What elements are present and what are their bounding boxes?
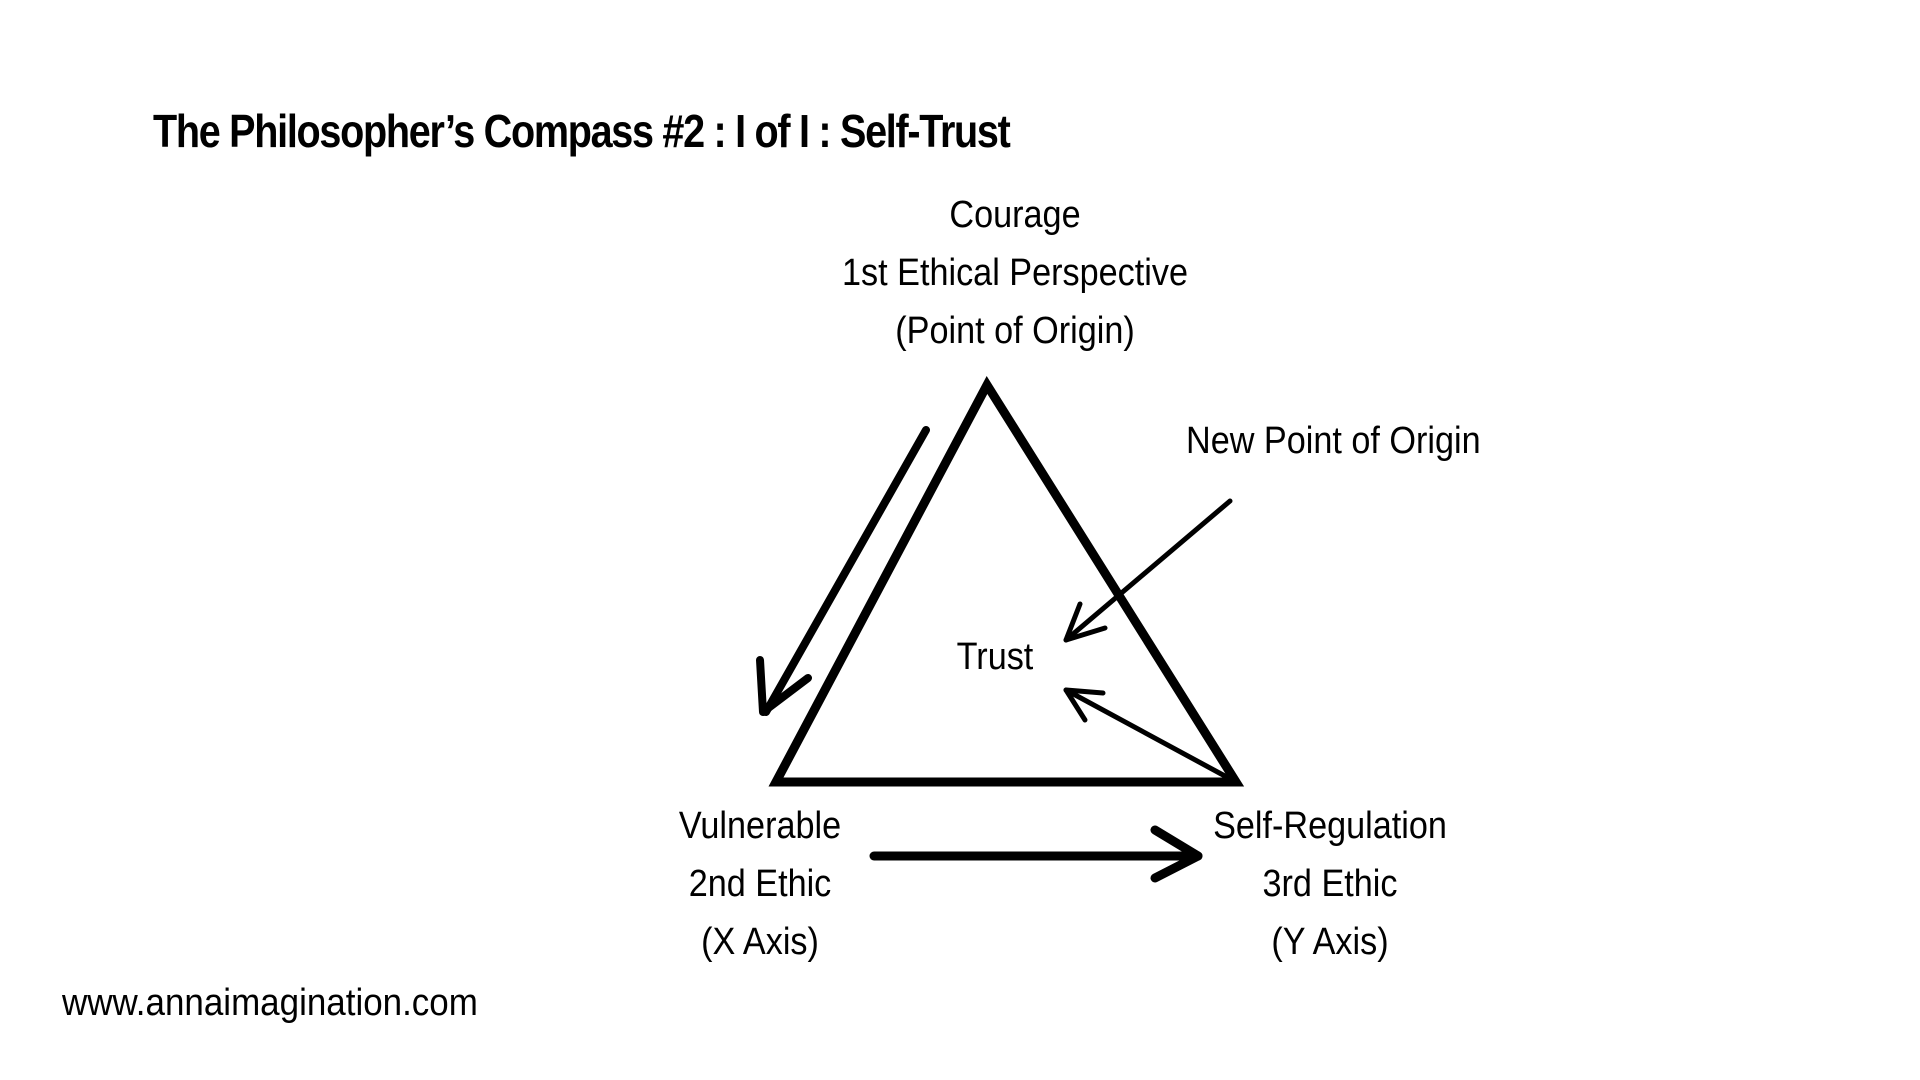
node-courage-label: Courage 1st Ethical Perspective (Point o…	[822, 186, 1209, 360]
node-vulnerable-label: Vulnerable 2nd Ethic (X Axis)	[652, 797, 868, 971]
node-self-regulation-name: Self-Regulation	[1213, 805, 1447, 847]
arrow-self-regulation-to-trust	[1063, 687, 1239, 785]
ethics-triangle	[768, 376, 1245, 787]
node-courage-subtitle: 1st Ethical Perspective	[842, 252, 1188, 294]
arrow-new-origin-to-trust	[1063, 498, 1233, 643]
node-self-regulation-note: (Y Axis)	[1271, 921, 1389, 963]
page-title: The Philosopher’s Compass #2 : I of I : …	[153, 105, 1011, 157]
footer-url: www.annaimagination.com	[62, 982, 478, 1024]
node-trust-label: Trust	[956, 636, 1034, 678]
node-vulnerable-name: Vulnerable	[678, 805, 842, 847]
node-courage-name: Courage	[949, 194, 1081, 236]
arrow-vulnerable-to-self-regulation	[869, 825, 1203, 883]
arrow-courage-to-vulnerable	[756, 426, 930, 716]
node-vulnerable-note: (X Axis)	[701, 921, 819, 963]
node-new-origin-label: New Point of Origin	[1186, 420, 1481, 462]
node-self-regulation-subtitle: 3rd Ethic	[1262, 863, 1398, 905]
node-vulnerable-subtitle: 2nd Ethic	[688, 863, 832, 905]
node-self-regulation-label: Self-Regulation 3rd Ethic (Y Axis)	[1195, 797, 1465, 971]
node-courage-note: (Point of Origin)	[895, 310, 1135, 352]
